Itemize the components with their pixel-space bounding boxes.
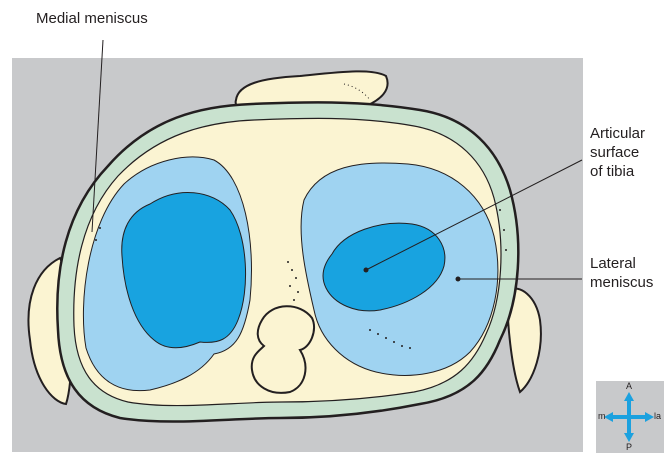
compass-posterior-letter: P bbox=[626, 442, 632, 452]
articular-surface-label-line-2: surface bbox=[590, 143, 645, 162]
compass-anterior-letter: A bbox=[626, 381, 632, 391]
lateral-meniscus-label-line-2: meniscus bbox=[590, 273, 653, 292]
articular-surface-label-line-3: of tibia bbox=[590, 162, 645, 181]
articular-surface-pointer-dot bbox=[364, 268, 369, 273]
articular-surface-label: Articular surface of tibia bbox=[590, 124, 645, 181]
lateral-meniscus-pointer-dot bbox=[456, 277, 461, 282]
articular-surface-label-line-1: Articular bbox=[590, 124, 645, 143]
lateral-meniscus-label-line-1: Lateral bbox=[590, 254, 653, 273]
medial-meniscus-label: Medial meniscus bbox=[36, 9, 148, 28]
medial-articular-surface bbox=[122, 193, 246, 348]
lateral-meniscus-label: Lateral meniscus bbox=[590, 254, 653, 292]
compass-lateral-letter: la bbox=[654, 411, 661, 421]
compass-medial-letter: m bbox=[598, 411, 606, 421]
